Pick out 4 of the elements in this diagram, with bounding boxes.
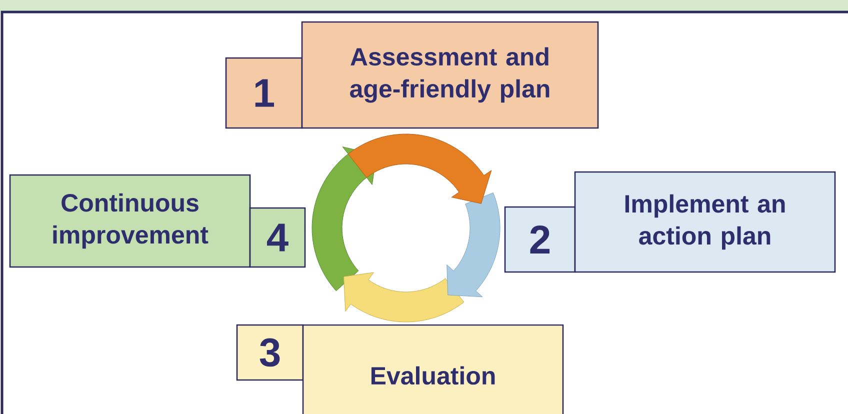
step-number-box: 1 xyxy=(225,57,303,129)
step-number-box: 4 xyxy=(249,207,306,268)
step-number-box: 2 xyxy=(504,206,576,273)
step-number-box: 3 xyxy=(236,324,304,381)
